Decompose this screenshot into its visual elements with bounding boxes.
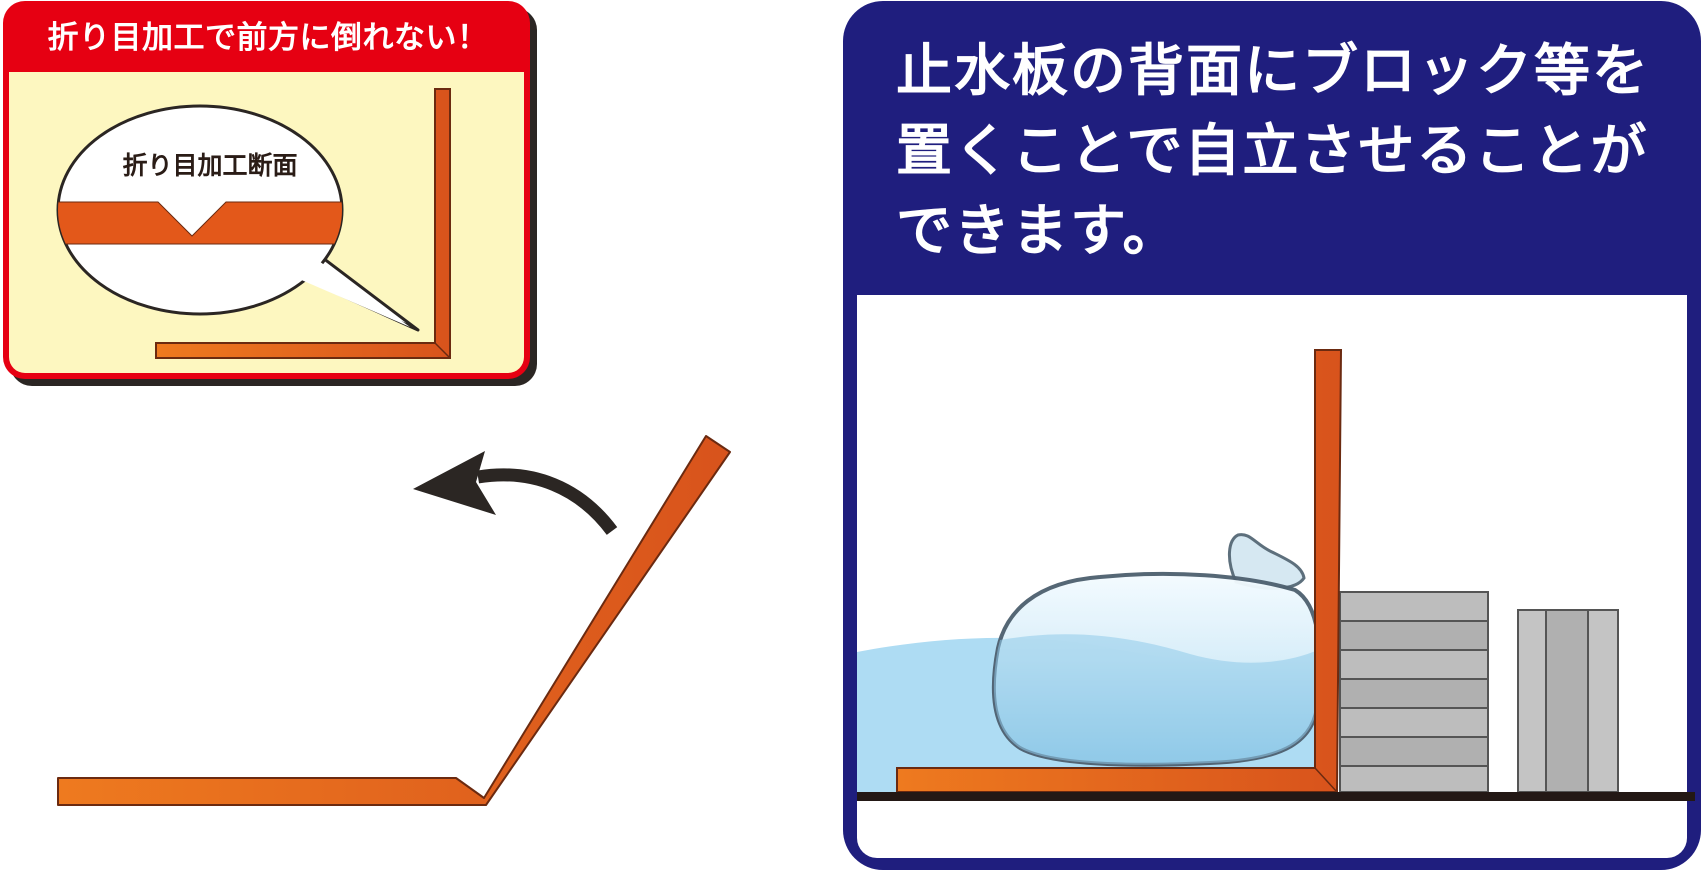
panel-heading-line-3: できます。 [896, 199, 1181, 264]
angled-barrier [57, 435, 731, 806]
inset-barrier [155, 88, 451, 359]
fold-profile [58, 201, 342, 245]
tip-forward-arrow [413, 451, 618, 535]
inset-title: 折り目加工で前方に倒れない！ [47, 20, 489, 56]
panel-heading: 止水板の背面にブロック等を 置くことで自立させることが できます。 [896, 32, 1686, 272]
panel-heading-line-1: 止水板の背面にブロック等を [896, 39, 1650, 104]
sandbag [992, 533, 1322, 767]
panel-heading-line-2: 置くことで自立させることが [896, 119, 1649, 184]
cross-section-label: 折り目加工断面 [122, 151, 298, 180]
concrete-blocks [1339, 591, 1619, 793]
ground-line [857, 792, 1695, 801]
cross-section-bubble [56, 104, 420, 332]
